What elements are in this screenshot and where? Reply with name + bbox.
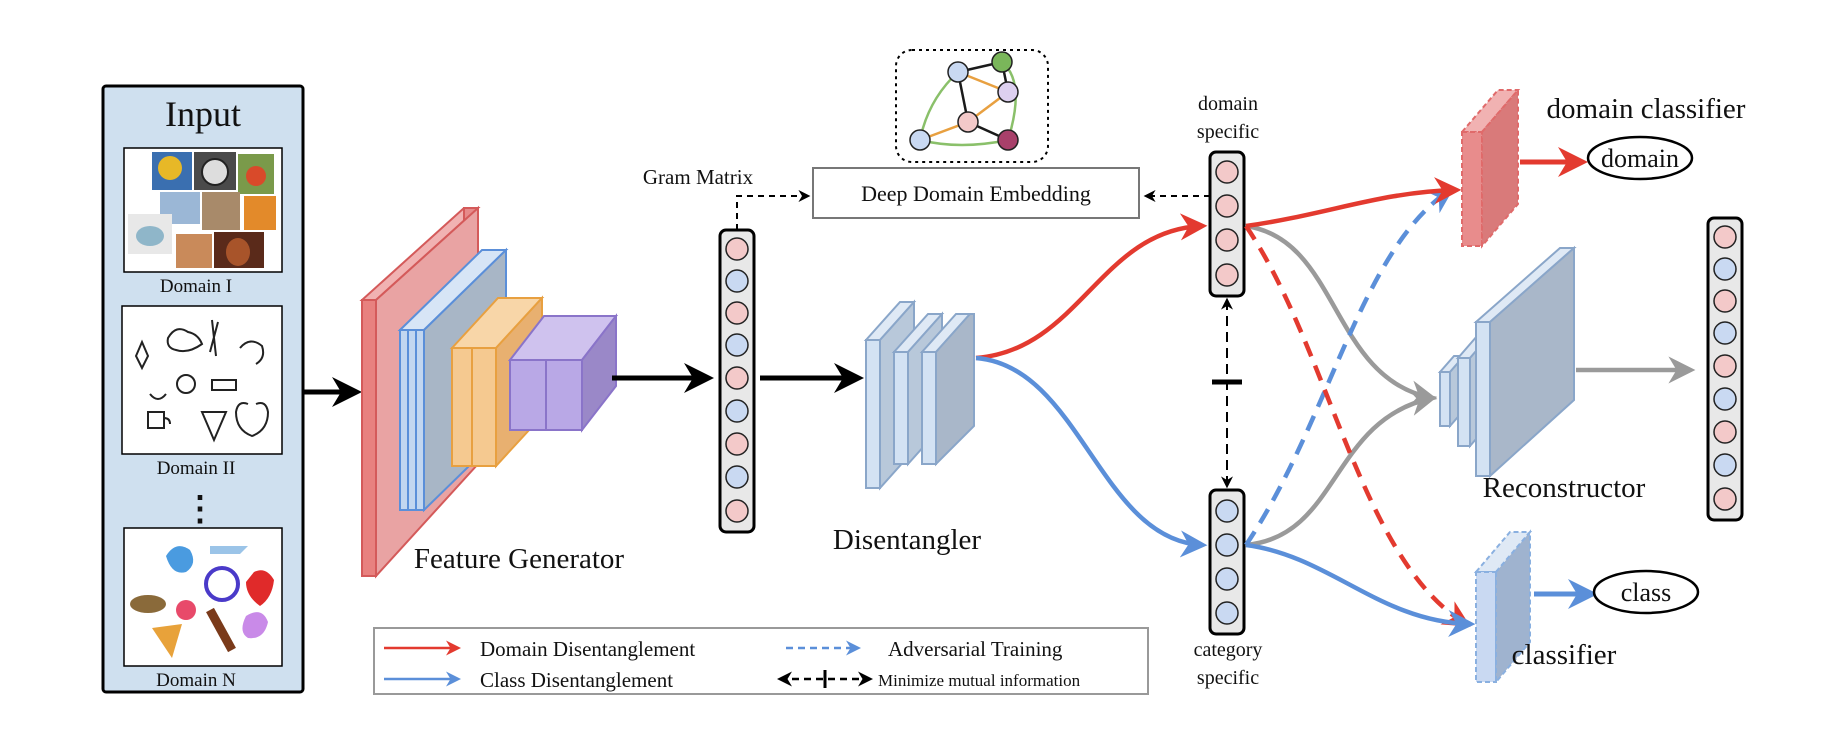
domain-specific-label-1: domain <box>1198 93 1258 115</box>
reconstructed-vector <box>1706 216 1744 522</box>
gray-domain-to-reconstructor <box>1245 223 1438 408</box>
legend-minimize-mutual-information: Minimize mutual information <box>878 671 1081 690</box>
domain-output-ellipse <box>1586 135 1694 181</box>
domain-n-image <box>123 527 283 667</box>
reconstructor <box>1437 245 1577 479</box>
mutual-information-link <box>1212 297 1242 489</box>
deep-domain-embedding-label: Deep Domain Embedding <box>861 181 1091 206</box>
domain-output-label: domain <box>1601 144 1679 173</box>
gram-matrix-arrow <box>736 190 811 230</box>
feature-generator <box>359 205 619 579</box>
disentangler-label: Disentangler <box>833 524 982 556</box>
gram-matrix-label: Gram Matrix <box>643 165 754 189</box>
legend: Domain Disentanglement Class Disentangle… <box>373 627 1149 695</box>
gray-category-to-reconstructor <box>1245 389 1438 548</box>
blue-adversarial-curve <box>1244 186 1455 547</box>
domain-ellipsis: ⋮ <box>183 491 217 528</box>
deep-domain-embedding-box <box>812 167 1140 219</box>
legend-adversarial-training: Adversarial Training <box>888 637 1063 661</box>
domain-specific-label-2: specific <box>1197 121 1259 143</box>
domain-1-label: Domain I <box>160 276 232 297</box>
domain-2-label: Domain II <box>157 458 236 479</box>
domain-1-image <box>123 147 283 273</box>
blue-disentangle-curve <box>975 355 1208 558</box>
reconstructor-label: Reconstructor <box>1483 472 1646 504</box>
legend-domain-disentanglement: Domain Disentanglement <box>480 637 695 661</box>
domain-classifier-label: domain classifier <box>1547 93 1746 125</box>
graph-inset <box>895 49 1049 163</box>
category-specific-vector <box>1208 488 1246 636</box>
domain-classifier <box>1459 87 1521 249</box>
input-panel: Input Domain I <box>101 84 305 694</box>
feature-vector <box>718 228 756 534</box>
class-output-label: class <box>1621 578 1672 607</box>
disentangler <box>863 299 975 491</box>
domain-2-image <box>121 305 283 455</box>
legend-class-disentanglement: Class Disentanglement <box>480 668 673 692</box>
input-title: Input <box>165 94 241 134</box>
domain-n-label: Domain N <box>156 670 236 691</box>
class-output-ellipse <box>1592 569 1700 615</box>
category-specific-label-2: specific <box>1197 667 1259 689</box>
red-domain-to-classifier <box>1245 177 1462 229</box>
domain-specific-vector <box>1208 150 1246 298</box>
classifier-label: classifier <box>1512 639 1617 671</box>
red-adversarial-curve <box>1244 224 1471 627</box>
category-specific-label-1: category <box>1194 639 1263 661</box>
red-disentangle-curve <box>975 213 1208 361</box>
feature-generator-label: Feature Generator <box>414 543 624 575</box>
blue-category-to-classifier <box>1245 542 1476 638</box>
classifier <box>1473 529 1533 685</box>
